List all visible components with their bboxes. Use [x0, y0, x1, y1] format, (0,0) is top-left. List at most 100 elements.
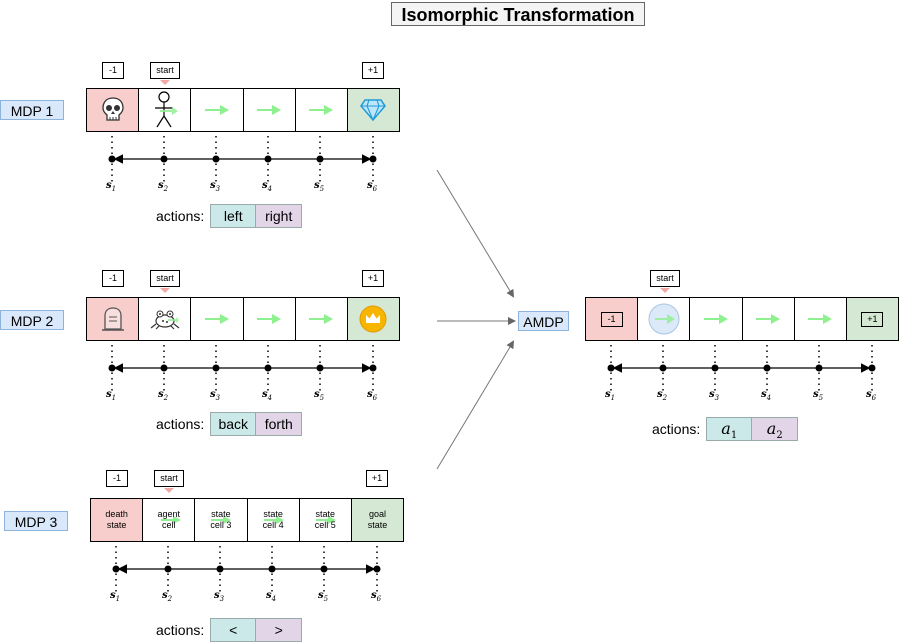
state-label-s2: s2: [158, 180, 169, 193]
amdp-cell-2: [638, 298, 691, 340]
action-forth-button[interactable]: forth: [256, 412, 303, 436]
mdp1-start-tag: start: [150, 62, 180, 79]
mdp2-left-reward: -1: [102, 270, 124, 287]
mdp3-goal-state-cell: goal state: [351, 499, 404, 541]
state-label-s3: s3: [709, 389, 720, 402]
actions-label: actions:: [156, 416, 205, 432]
mdp3-state-cell-4: state cell 4: [248, 499, 300, 541]
state-label-s4: s4: [266, 590, 277, 603]
crown-coin-icon: [359, 305, 387, 333]
state-label-s1: s1: [106, 389, 117, 402]
mdp2-state-axis: [108, 345, 377, 391]
mdp1-cell-4: [244, 89, 296, 131]
mdp1-state-axis: [108, 136, 377, 182]
mdp2-cell-5: [296, 298, 348, 340]
agent-circle-icon: [648, 303, 680, 335]
tombstone-icon: [101, 307, 124, 331]
state-label-s3: s3: [210, 180, 221, 193]
mdp3-state-cell-5: state cell 5: [300, 499, 352, 541]
state-label-s5: s5: [813, 389, 824, 402]
right-arrow-icon: [756, 314, 781, 324]
right-arrow-icon: [263, 516, 284, 524]
mdp1-cell-2: [139, 89, 192, 131]
mdp2-start-pointer: [160, 288, 170, 293]
mdp2-cell-1: [87, 298, 140, 340]
action-less-than-button[interactable]: <: [210, 618, 257, 642]
state-label-s3: s3: [214, 590, 225, 603]
mdp3-right-reward: +1: [366, 470, 388, 487]
mdp1-left-reward: -1: [102, 62, 124, 79]
mdp2-cell-3: [191, 298, 244, 340]
agent-cell-label: agent cell: [157, 509, 181, 530]
mdp1-actions: actions: left right: [156, 204, 303, 228]
state-label-s1: s1: [110, 590, 121, 603]
state-label-s5: s5: [318, 590, 329, 603]
mdp3-state-row: death state agent cell state cell 3 stat…: [90, 498, 404, 542]
state-label-s4: s4: [761, 389, 772, 402]
state-label-s5: s5: [314, 180, 325, 193]
transformation-arrows: [436, 169, 516, 470]
mdp2-cell-2: [139, 298, 192, 340]
mdp2-cell-6: [347, 298, 400, 340]
state-label-s4: s4: [262, 389, 273, 402]
amdp-cell-5: [795, 298, 847, 340]
amdp-cell-4: [743, 298, 795, 340]
mdp1-cell-6: [347, 89, 400, 131]
right-arrow-icon: [257, 105, 282, 115]
amdp-state-axis: [607, 345, 876, 391]
right-arrow-icon: [808, 314, 833, 324]
amdp-left-reward-box: -1: [600, 311, 623, 327]
state-label-s6: s6: [866, 389, 877, 402]
mdp2-cell-4: [244, 298, 296, 340]
mdp1-label: MDP 1: [0, 100, 64, 120]
amdp-start-pointer: [660, 288, 670, 293]
mdp3-start-tag: start: [154, 470, 184, 487]
mdp1-cell-1: [87, 89, 140, 131]
amdp-cell-3: [690, 298, 743, 340]
mdp1-state-row: [86, 88, 400, 132]
right-arrow-icon: [703, 314, 728, 324]
state-label-s6: s6: [367, 180, 378, 193]
mdp1-cell-5: [296, 89, 348, 131]
right-arrow-icon: [161, 516, 182, 524]
right-arrow-icon: [309, 105, 334, 115]
action-a2-button[interactable]: a2: [752, 417, 799, 441]
state-label-s2: s2: [162, 590, 173, 603]
action-greater-than-button[interactable]: >: [256, 618, 303, 642]
state-cell-5-label: state cell 5: [314, 509, 336, 530]
mdp3-left-reward: -1: [106, 470, 128, 487]
action-right-button[interactable]: right: [256, 204, 303, 228]
arrow-mdp1-to-amdp: [436, 169, 515, 298]
mdp2-label: MDP 2: [0, 310, 64, 330]
state-label-s5: s5: [314, 389, 325, 402]
state-cell-3-label: state cell 3: [210, 509, 232, 530]
right-arrow-icon: [315, 516, 336, 524]
mdp3-actions: actions: < >: [156, 618, 303, 642]
mdp1-right-reward: +1: [362, 62, 384, 79]
action-a1-button[interactable]: a1: [706, 417, 753, 441]
mdp2-actions: actions: back forth: [156, 412, 303, 436]
diagram-title: Isomorphic Transformation: [391, 2, 645, 26]
right-arrow-icon: [204, 314, 229, 324]
action-back-button[interactable]: back: [210, 412, 257, 436]
actions-label: actions:: [156, 622, 205, 638]
mdp1-cell-3: [191, 89, 244, 131]
mdp2-state-row: [86, 297, 400, 341]
state-label-s3: s3: [210, 389, 221, 402]
amdp-state-row: -1 +1: [585, 297, 899, 341]
state-label-s1: s1: [106, 180, 117, 193]
action-left-button[interactable]: left: [210, 204, 257, 228]
amdp-cell-6: +1: [846, 298, 899, 340]
amdp-cell-1: -1: [586, 298, 639, 340]
state-label-s1: s1: [605, 389, 616, 402]
amdp-start-tag: start: [650, 270, 680, 287]
arrow-mdp3-to-amdp: [436, 340, 515, 470]
mdp1-start-pointer: [160, 80, 170, 85]
right-arrow-icon: [204, 105, 229, 115]
amdp-actions: actions: a1 a2: [652, 417, 799, 441]
state-label-s4: s4: [262, 180, 273, 193]
state-label-s6: s6: [371, 590, 382, 603]
mdp2-start-tag: start: [150, 270, 180, 287]
mdp3-death-state-cell: death state: [91, 499, 144, 541]
mdp2-right-reward: +1: [362, 270, 384, 287]
